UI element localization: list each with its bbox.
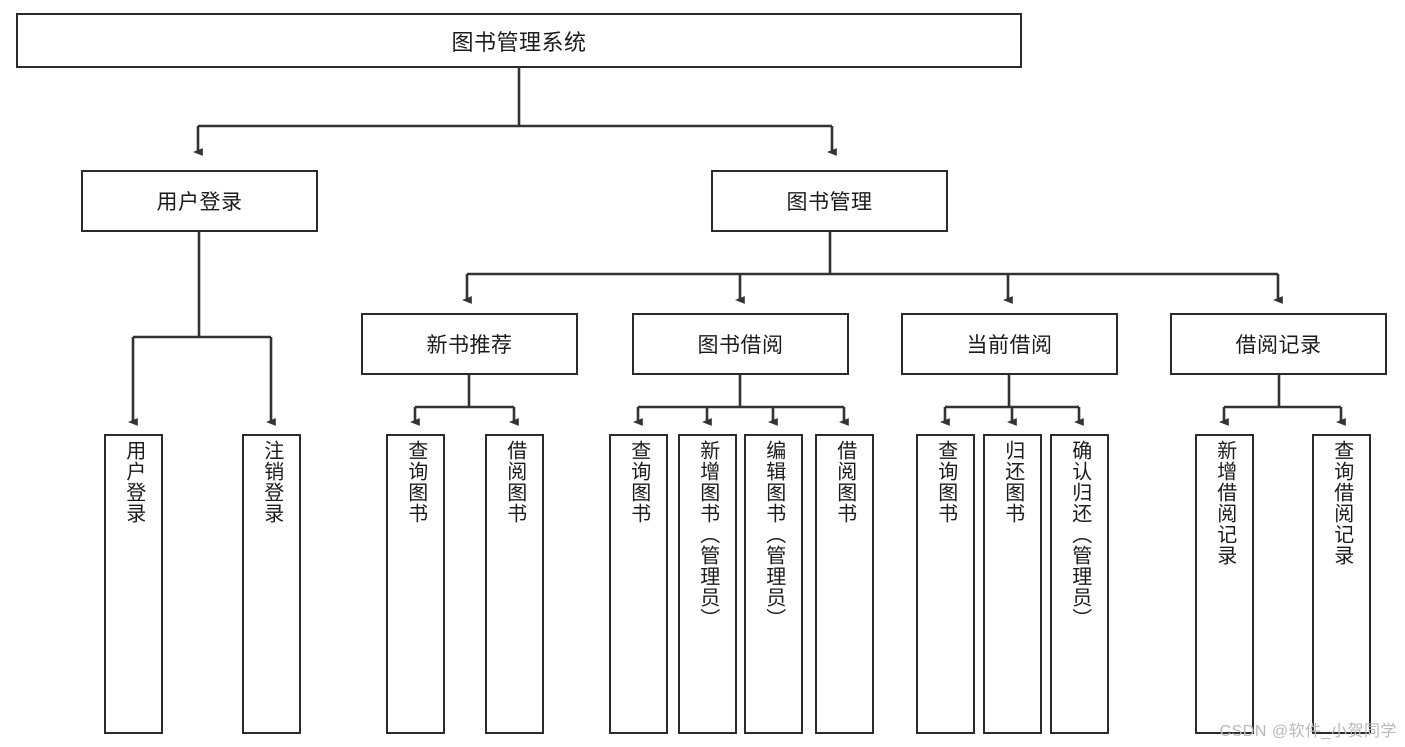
leaf-edit-book-admin[interactable]: 编辑图书（管理员） xyxy=(744,434,803,734)
node-label: 图书管理系统 xyxy=(451,29,587,55)
node-label: 用户登录 xyxy=(156,191,243,214)
node-user-login[interactable]: 用户登录 xyxy=(81,170,318,232)
node-book-management[interactable]: 图书管理 xyxy=(711,170,948,232)
node-book-borrow[interactable]: 图书借阅 xyxy=(632,313,849,375)
leaf-return-book[interactable]: 归还图书 xyxy=(983,434,1042,734)
leaf-add-book-admin[interactable]: 新增图书（管理员） xyxy=(678,434,737,734)
node-label: 借阅记录 xyxy=(1235,334,1322,357)
leaf-add-borrow-record[interactable]: 新增借阅记录 xyxy=(1195,434,1254,734)
node-new-book-recommend[interactable]: 新书推荐 xyxy=(361,313,578,375)
node-root-book-management-system[interactable]: 图书管理系统 xyxy=(16,13,1022,68)
leaf-logout[interactable]: 注销登录 xyxy=(242,434,301,734)
leaf-confirm-return-admin[interactable]: 确认归还（管理员） xyxy=(1050,434,1109,734)
leaf-query-book-borrow[interactable]: 查询图书 xyxy=(609,434,668,734)
leaf-label: 查询图书 xyxy=(404,440,427,524)
leaf-query-book-current[interactable]: 查询图书 xyxy=(916,434,975,734)
node-label: 图书管理 xyxy=(786,191,873,214)
node-label: 当前借阅 xyxy=(966,334,1053,357)
leaf-label: 编辑图书（管理员） xyxy=(762,440,785,629)
leaf-label: 注销登录 xyxy=(260,440,283,524)
leaf-label: 查询图书 xyxy=(934,440,957,524)
leaf-query-borrow-record[interactable]: 查询借阅记录 xyxy=(1312,434,1371,734)
leaf-query-book-recommend[interactable]: 查询图书 xyxy=(386,434,445,734)
leaf-label: 新增借阅记录 xyxy=(1213,440,1236,566)
leaf-label: 新增图书（管理员） xyxy=(696,440,719,629)
leaf-label: 借阅图书 xyxy=(833,440,856,524)
leaf-label: 确认归还（管理员） xyxy=(1068,440,1091,629)
leaf-label: 查询图书 xyxy=(627,440,650,524)
leaf-label: 归还图书 xyxy=(1001,440,1024,524)
node-label: 新书推荐 xyxy=(426,334,513,357)
leaf-user-login[interactable]: 用户登录 xyxy=(104,434,163,734)
leaf-label: 查询借阅记录 xyxy=(1330,440,1353,566)
node-label: 图书借阅 xyxy=(697,334,784,357)
leaf-label: 用户登录 xyxy=(122,440,145,524)
node-borrow-record[interactable]: 借阅记录 xyxy=(1170,313,1387,375)
leaf-label: 借阅图书 xyxy=(503,440,526,524)
leaf-borrow-book[interactable]: 借阅图书 xyxy=(815,434,874,734)
node-current-borrow[interactable]: 当前借阅 xyxy=(901,313,1118,375)
leaf-borrow-book-recommend[interactable]: 借阅图书 xyxy=(485,434,544,734)
watermark-text: CSDN @软件_小贺同学 xyxy=(1219,723,1397,740)
